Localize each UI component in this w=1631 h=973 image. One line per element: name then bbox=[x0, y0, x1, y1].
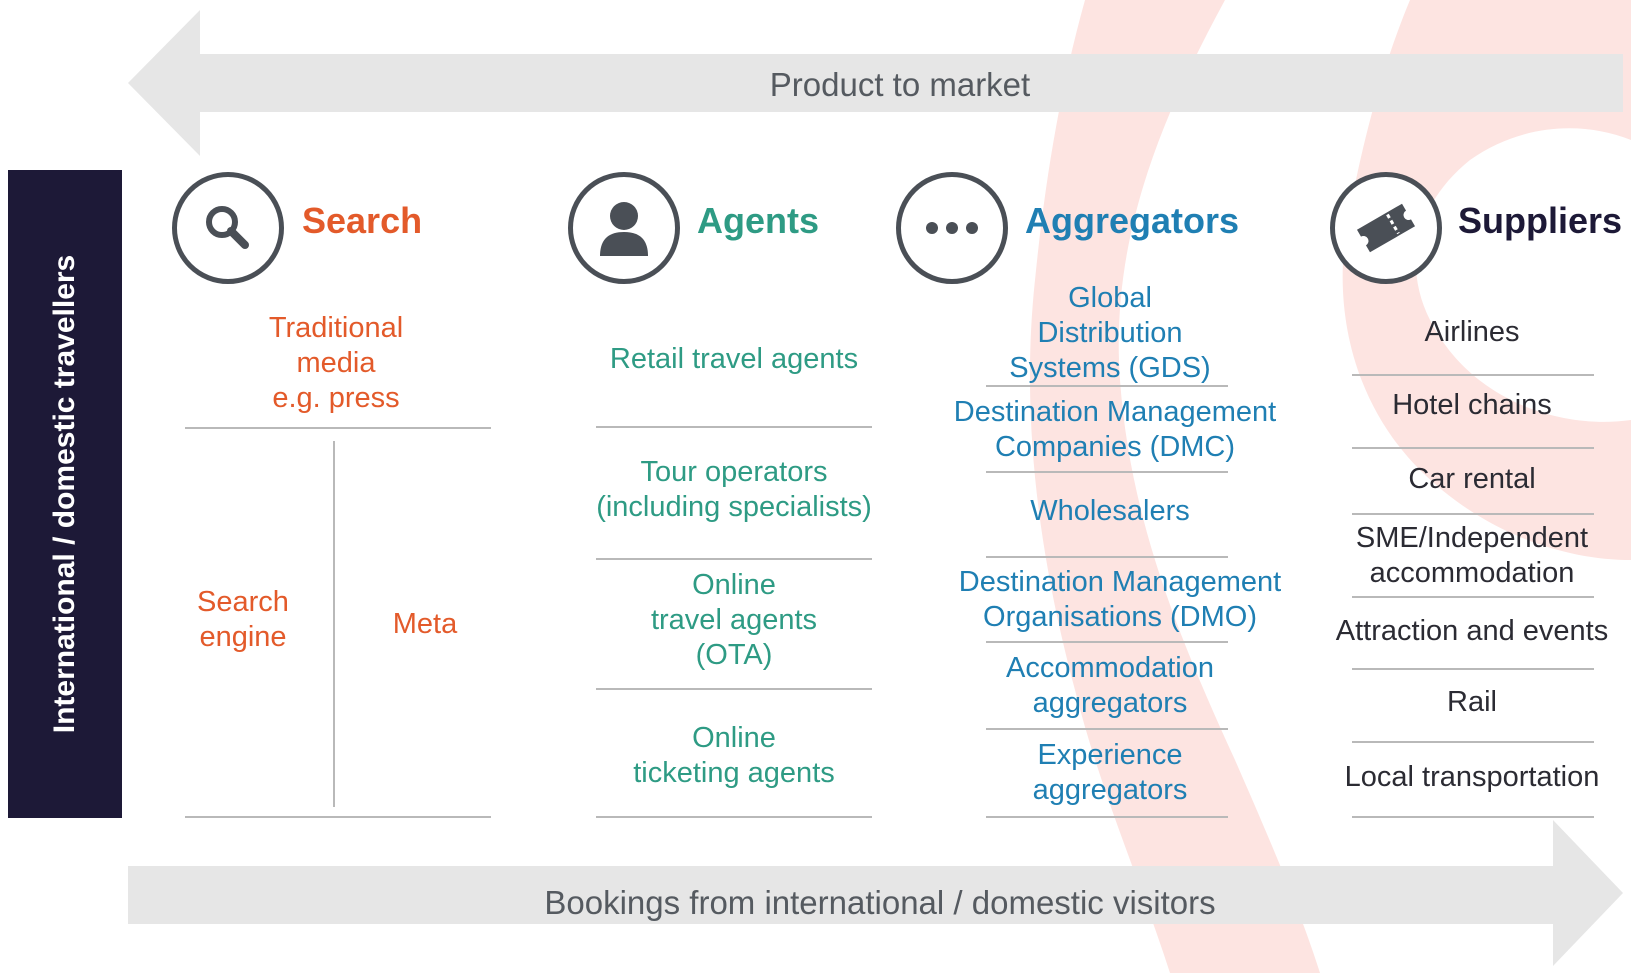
search-divider bbox=[185, 427, 491, 429]
search-engine-line: engine bbox=[199, 621, 287, 653]
suppliers-item: Hotel chains bbox=[1322, 384, 1622, 426]
meta: Meta bbox=[392, 607, 458, 640]
agents-item-line: Online bbox=[692, 722, 776, 754]
agents-divider bbox=[596, 688, 872, 690]
suppliers-item-line: Airlines bbox=[1424, 315, 1520, 348]
suppliers-divider bbox=[1352, 513, 1594, 515]
agents-heading: Agents bbox=[697, 200, 820, 241]
top-arrow-label: Product to market bbox=[769, 66, 1031, 103]
aggregators-item-line: Experience bbox=[1037, 739, 1183, 771]
suppliers-item-line: Local transportation bbox=[1344, 760, 1600, 793]
aggregators-divider bbox=[986, 641, 1228, 643]
suppliers-bottom-divider bbox=[1352, 816, 1594, 818]
suppliers-circle bbox=[1330, 172, 1442, 284]
aggregators-item: Global Distribution Systems (GDS) bbox=[940, 278, 1280, 388]
search-bottom-divider bbox=[185, 816, 491, 818]
suppliers-item-line: Hotel chains bbox=[1392, 388, 1552, 421]
suppliers-item-line: SME/Independent bbox=[1355, 522, 1589, 554]
agents-item-line: Online bbox=[692, 568, 776, 601]
suppliers-item: Attraction and events bbox=[1316, 610, 1628, 652]
aggregators-item-line: Distribution bbox=[1037, 316, 1183, 349]
person-icon bbox=[600, 202, 648, 256]
aggregators-bottom-divider bbox=[986, 816, 1228, 818]
aggregators-item-line: aggregators bbox=[1032, 774, 1188, 806]
suppliers-item: Airlines bbox=[1322, 311, 1622, 353]
suppliers-item: Rail bbox=[1322, 681, 1622, 723]
suppliers-heading: Suppliers bbox=[1458, 200, 1623, 241]
ticket-icon bbox=[1356, 203, 1416, 253]
suppliers-item: Car rental bbox=[1322, 458, 1622, 500]
agents-item-line: travel agents bbox=[650, 603, 818, 636]
top-arrow bbox=[128, 10, 1623, 156]
traditional-media-line: Traditional bbox=[268, 311, 404, 344]
side-bar: International / domestic travellers bbox=[8, 170, 122, 818]
suppliers-item-line: Attraction and events bbox=[1335, 614, 1609, 647]
agents-item: Tour operators (including specialists) bbox=[576, 452, 892, 528]
ellipsis-icon bbox=[926, 222, 978, 234]
aggregators-divider bbox=[986, 385, 1228, 387]
agents-bottom-divider bbox=[596, 816, 872, 818]
suppliers-item: Local transportation bbox=[1322, 756, 1622, 798]
agents-item-line: ticketing agents bbox=[633, 757, 835, 789]
aggregators-item-line: Systems (GDS) bbox=[1009, 351, 1211, 384]
agents-item: Online ticketing agents bbox=[596, 718, 872, 794]
aggregators-heading: Aggregators bbox=[1025, 200, 1240, 241]
agents-circle bbox=[568, 172, 680, 284]
aggregators-item-line: Destination Management bbox=[958, 566, 1282, 598]
traditional-media-line: e.g. press bbox=[272, 381, 400, 414]
aggregators-item-line: Destination Management bbox=[953, 396, 1277, 428]
aggregators-item: Experience aggregators bbox=[940, 735, 1280, 811]
suppliers-item-line: accommodation bbox=[1369, 557, 1575, 589]
agents-item-line: Tour operators bbox=[640, 456, 828, 488]
agents-item: Online travel agents (OTA) bbox=[596, 565, 872, 675]
bottom-arrow-label: Bookings from international / domestic v… bbox=[544, 884, 1216, 921]
aggregators-item-line: Accommodation bbox=[1006, 652, 1214, 684]
aggregators-item-line: Companies (DMC) bbox=[994, 431, 1236, 463]
aggregators-divider bbox=[986, 728, 1228, 730]
aggregators-divider bbox=[986, 556, 1228, 558]
aggregators-item-line: aggregators bbox=[1032, 687, 1188, 719]
search-circle bbox=[172, 172, 284, 284]
search-engine: Search engine bbox=[185, 580, 301, 660]
suppliers-divider bbox=[1352, 596, 1594, 598]
suppliers-divider bbox=[1352, 668, 1594, 670]
aggregators-item-line: Global bbox=[1068, 281, 1152, 314]
side-bar-label: International / domestic travellers bbox=[48, 254, 81, 734]
aggregators-item-line: Organisations (DMO) bbox=[983, 601, 1257, 633]
traditional-media-line: media bbox=[296, 346, 376, 379]
suppliers-divider bbox=[1352, 741, 1594, 743]
suppliers-item-line: Rail bbox=[1447, 685, 1497, 718]
magnifier-icon bbox=[206, 206, 249, 249]
traditional-media: Traditional media e.g. press bbox=[186, 308, 486, 418]
agents-item-line: (including specialists) bbox=[596, 491, 872, 523]
aggregators-circle bbox=[896, 172, 1008, 284]
suppliers-item: SME/Independent accommodation bbox=[1322, 518, 1622, 594]
aggregators-item: Destination Management Companies (DMC) bbox=[920, 392, 1310, 468]
agents-divider bbox=[596, 558, 872, 560]
suppliers-divider bbox=[1352, 374, 1594, 376]
aggregators-divider bbox=[986, 471, 1228, 473]
search-vertical-divider bbox=[333, 441, 335, 807]
agents-item-line: Retail travel agents bbox=[609, 342, 859, 375]
aggregators-item: Accommodation aggregators bbox=[940, 648, 1280, 724]
suppliers-item-line: Car rental bbox=[1408, 462, 1536, 495]
agents-item-line: (OTA) bbox=[695, 638, 773, 671]
agents-divider bbox=[596, 426, 872, 428]
agents-item: Retail travel agents bbox=[596, 338, 872, 380]
aggregators-item: Destination Management Organisations (DM… bbox=[920, 562, 1320, 638]
suppliers-divider bbox=[1352, 447, 1594, 449]
search-heading: Search bbox=[302, 200, 423, 241]
aggregators-item: Wholesalers bbox=[940, 490, 1280, 532]
aggregators-item-line: Wholesalers bbox=[1030, 494, 1190, 527]
search-engine-line: Search bbox=[197, 586, 289, 618]
bottom-arrow bbox=[128, 820, 1623, 966]
